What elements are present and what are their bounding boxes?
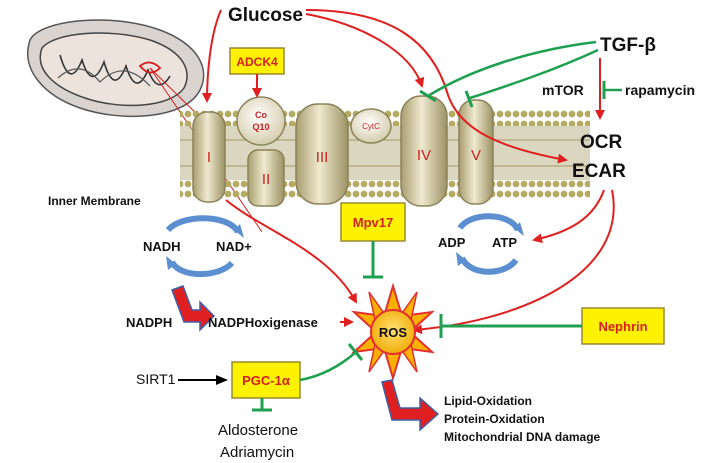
nad-plus-label: NAD+ [216,239,252,254]
ros-burst [350,282,436,382]
sirt1-label: SIRT1 [136,371,176,387]
nephrin-label: Nephrin [598,319,647,334]
coq10-molecule [236,96,286,146]
nadph-conversion-arrow [171,285,216,332]
complex-iv-label: IV [417,147,431,164]
complex-i [192,111,226,203]
nadph-oxigenase-label: NADPHoxigenase [208,315,318,330]
lipid-oxidation-label: Lipid-Oxidation [444,394,532,408]
nadph-label: NADPH [126,315,172,330]
mpv17-label: Mpv17 [353,215,393,230]
cytc-label: CytC [362,122,380,131]
ros-damage-arrow [381,379,440,432]
adp-label: ADP [438,235,466,250]
ros-label: ROS [379,325,408,340]
aldosterone-label: Aldosterone [218,422,298,439]
tgfb-label: TGF-β [600,35,656,56]
coq10-label-line2: Q10 [252,122,269,132]
nadh-label: NADH [143,239,181,254]
complex-iv [400,95,448,207]
ecar-label: ECAR [572,161,626,182]
complex-iii [295,103,349,205]
protein-oxidation-label: Protein-Oxidation [444,412,545,426]
adck4-label: ADCK4 [236,55,278,69]
complex-v [458,99,494,205]
mtdna-damage-label: Mitochondrial DNA damage [444,430,601,444]
adriamycin-label: Adriamycin [220,444,294,461]
complex-ii [247,149,285,207]
atp-label: ATP [492,235,517,250]
coq10-label-line1: Co [255,110,267,120]
rapamycin-label: rapamycin [625,82,695,98]
pgc1a-label: PGC-1α [242,373,290,388]
adck4-box [229,47,285,75]
mpv17-box [340,202,406,242]
ocr-label: OCR [580,132,623,153]
inner-membrane-label: Inner Membrane [48,194,141,208]
mitochondrion-illustration [27,19,205,118]
complex-i-label: I [207,149,211,166]
cytc-molecule [350,108,392,144]
complex-v-label: V [471,147,481,164]
glucose-label: Glucose [228,5,303,26]
pgc1a-box [231,361,301,399]
complex-ii-label: II [262,171,270,188]
complex-iii-label: III [316,149,329,166]
mtor-label: mTOR [542,82,584,98]
